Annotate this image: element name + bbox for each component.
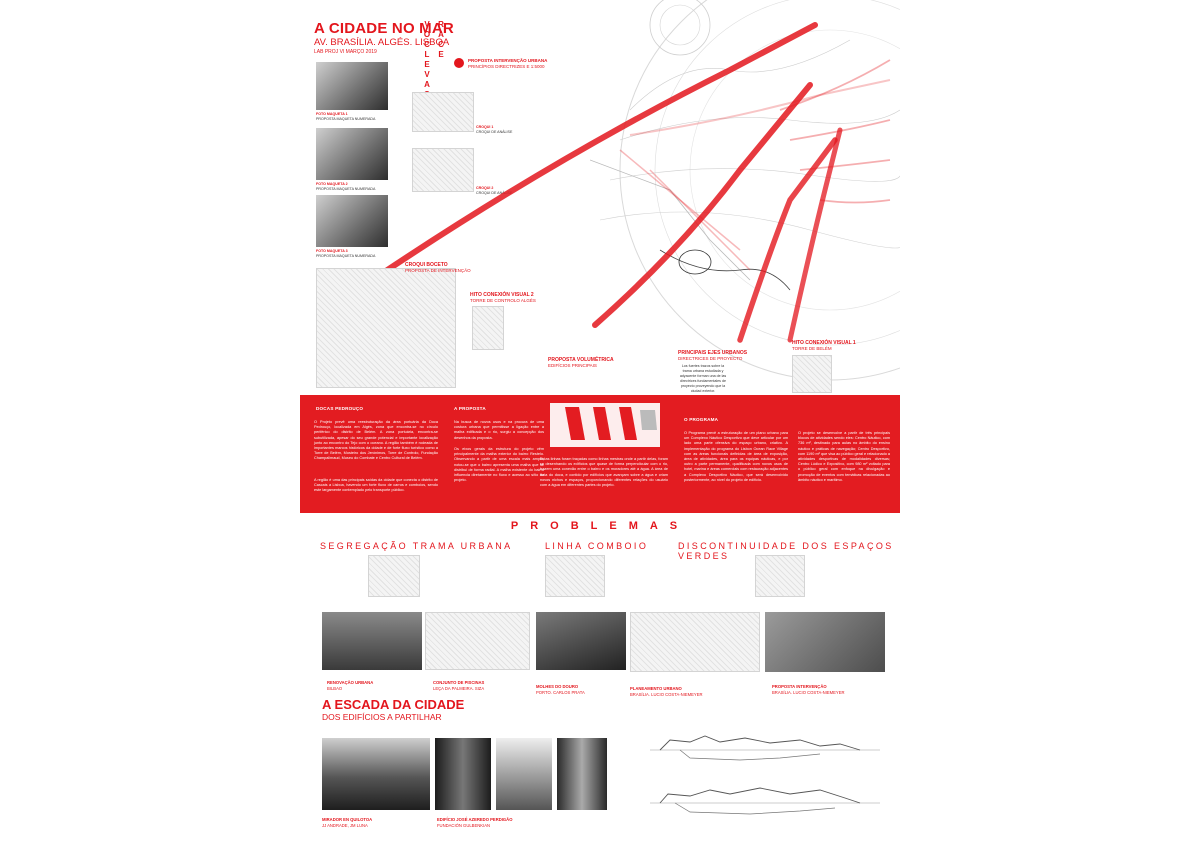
problem-title-2: LINHA COMBOIO <box>545 541 649 551</box>
reference-photo-3 <box>536 612 626 670</box>
croqui-tag-title: CROQUI BOCETO <box>405 262 448 268</box>
urban-map <box>590 0 900 381</box>
escada-cap-1-sub: JJ ANDRADE, JM LUNA <box>322 823 368 828</box>
escada-photo-3 <box>496 738 552 810</box>
model-photo-1 <box>316 62 388 110</box>
problem-sketch-2 <box>545 555 605 597</box>
problems-heading: PROBLEMAS <box>510 520 690 532</box>
sketch-2 <box>412 148 474 192</box>
escada-photo-4 <box>557 738 607 810</box>
programa-title: O PROGRAMA <box>684 417 719 422</box>
poster-sheet: A CIDADE NO MAR AV. BRASÍLIA. ALGÉS. LIS… <box>300 0 900 848</box>
hito1-tag-title: HITO CONEXIÓN VISUAL 1 <box>792 340 856 346</box>
poster-title: A CIDADE NO MAR <box>314 20 454 37</box>
model-photo-3 <box>316 195 388 247</box>
problem-sketch-1 <box>368 555 420 597</box>
control-tower-sketch <box>472 306 504 350</box>
building-sections <box>650 735 880 815</box>
proposta-title: A PROPOSTA <box>454 406 486 411</box>
hito1-tag-sub: TORRE DE BELÉM <box>792 346 832 351</box>
hito2-tag-sub: TORRE DE CONTROLO ALGÉS <box>470 298 536 303</box>
docas-text-1: O Projeto prevê uma reestruturação da ár… <box>314 420 438 461</box>
reference-2-title: CONJUNTO DE PISCINAS <box>433 680 485 685</box>
poster-subtitle: AV. BRASÍLIA. ALGÉS. LISBOA <box>314 37 450 48</box>
site-plan-drawing <box>316 268 456 388</box>
belem-tower-sketch <box>792 355 832 393</box>
escada-subtitle: DOS EDIFÍCIOS A PARTILHAR <box>322 712 442 722</box>
hito2-tag-title: HITO CONEXIÓN VISUAL 2 <box>470 292 534 298</box>
volumetrica-tag-sub: EDIFÍCIOS PRINCIPAIS <box>548 363 597 368</box>
ejes-tag-title: PRINCIPAIS EJES URBANOS <box>678 350 748 356</box>
model-photo-2 <box>316 128 388 180</box>
proposta-text-2: Os eixos gerais da estrutura do projeto … <box>454 447 544 483</box>
reference-1-title: RENOVAÇÃO URBANA <box>327 680 374 685</box>
ejes-note: Los fuertes trazos sobre la trama urbana… <box>679 364 727 393</box>
problem-title-3: DISCONTINUIDADE DOS ESPAÇOS VERDES <box>678 541 894 561</box>
reference-4-sub: BRASÍLIA. LUCIO COSTA-NIEMEYER <box>630 692 703 697</box>
programa-text-1: O Programa prevê a estruturação de um pl… <box>684 431 788 482</box>
problem-title-1: SEGREGAÇÃO TRAMA URBANA <box>320 541 513 551</box>
reference-5-title: PROPOSTA INTERVENÇÃO <box>772 684 827 689</box>
legend-circle-icon <box>454 58 464 68</box>
volumetric-model <box>550 403 660 447</box>
croqui-tag-sub: PROPOSTA DE INTERVENÇÃO <box>405 268 471 273</box>
escada-cap-2-sub: FUNDACIÓN GULBENKIAN <box>437 823 491 828</box>
urban-axes-overlay <box>362 22 843 343</box>
proposta-text-1: Na busca de novos usos e na procura de u… <box>454 420 544 440</box>
reference-5-sub: BRASÍLIA. LUCIO COSTA-NIEMEYER <box>772 690 845 695</box>
reference-3-title: MOLHES DO DOURO <box>536 684 579 689</box>
sketch-1 <box>412 92 474 132</box>
reference-photo-5 <box>765 612 885 672</box>
legend-subtitle: PRINCÍPIOS DIRECTRIZES E 1:5000 <box>468 64 545 69</box>
vertical-word-2: RACE <box>438 20 444 59</box>
reference-4-title: PLANEAMENTO URBANO <box>630 686 682 691</box>
reference-photo-4 <box>630 612 760 672</box>
ejes-tag-sub: DIRECTRICES DE PROYECTO <box>678 356 743 361</box>
volumetrica-tag-title: PROPOSTA VOLUMÉTRICA <box>548 357 614 363</box>
escada-title: A ESCADA DA CIDADE <box>322 697 465 712</box>
reference-1-sub: BILBAO <box>327 686 343 691</box>
reference-photo-2 <box>425 612 530 670</box>
docas-text-2: A região é uma das principais saídas da … <box>314 478 438 493</box>
legend-title: PROPOSTA INTERVENÇÃO URBANA <box>468 58 548 63</box>
reference-photo-1 <box>322 612 422 670</box>
problem-sketch-3 <box>755 555 805 597</box>
description-band: DOCAS PEDROUÇO O Projeto prevê uma reest… <box>300 395 900 513</box>
escada-cap-1-title: MIRADOR EN QUILOTOA <box>322 817 373 822</box>
programa-text-2: O projeto se desenvolve a partir de três… <box>798 431 890 482</box>
proposta-text-3: Estas linhas foram traçadas como linhas … <box>540 457 668 488</box>
escada-cap-2-title: EDIFÍCIO JOSÉ AZEREDO PERDIGÃO <box>437 817 513 822</box>
reference-3-sub: PORTO. CARLOS PRATA <box>536 690 585 695</box>
docas-title: DOCAS PEDROUÇO <box>316 406 364 411</box>
escada-photo-1 <box>322 738 430 810</box>
poster-lab: LAB PROJ VI MARÇO 2019 <box>314 49 377 55</box>
reference-2-sub: LEÇA DA PALMEIRA. SIZA <box>433 686 485 691</box>
escada-photo-2 <box>435 738 491 810</box>
